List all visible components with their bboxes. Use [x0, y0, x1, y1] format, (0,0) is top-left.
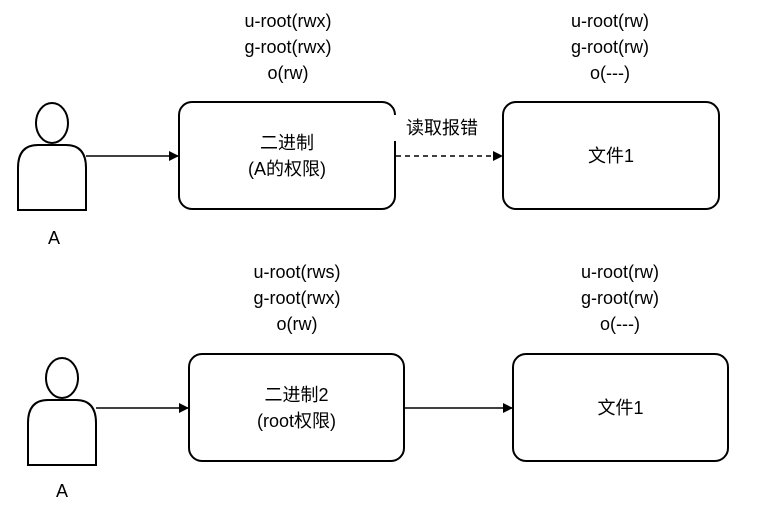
edge-label-read-error: 读取报错	[394, 115, 490, 141]
file-label: 文件1	[587, 145, 634, 166]
file-permissions-row2: u-root(rw) g-root(rw) o(---)	[532, 259, 708, 337]
perm-line: u-root(rwx)	[244, 11, 332, 31]
file-node-row2: 文件1	[512, 353, 729, 462]
binary-permissions-row1: u-root(rwx) g-root(rwx) o(rw)	[200, 8, 376, 86]
actor-icon-row2	[27, 357, 97, 466]
perm-line: u-root(rws)	[253, 262, 341, 282]
binary-title: 二进制2	[264, 384, 329, 405]
actor-icon-row1	[17, 102, 87, 211]
binary-permissions-row2: u-root(rws) g-root(rwx) o(rw)	[209, 259, 385, 337]
binary-subtitle: (A的权限)	[248, 158, 326, 179]
perm-line: o(---)	[590, 63, 630, 83]
perm-line: u-root(rw)	[570, 11, 649, 31]
file-label: 文件1	[597, 397, 644, 418]
perm-line: o(rw)	[267, 63, 309, 83]
perm-line: o(rw)	[276, 314, 318, 334]
perm-line: g-root(rw)	[580, 288, 659, 308]
perm-line: o(---)	[600, 314, 640, 334]
perm-line: g-root(rw)	[570, 37, 649, 57]
perm-line: g-root(rwx)	[244, 37, 332, 57]
perm-line: u-root(rw)	[580, 262, 659, 282]
binary-title: 二进制	[260, 132, 314, 153]
actor-label-row1: A	[47, 228, 60, 248]
binary-subtitle: (root权限)	[256, 410, 336, 431]
binary-node-row2: 二进制2 (root权限)	[188, 353, 405, 462]
binary-node-row1: 二进制 (A的权限)	[178, 101, 396, 210]
file-node-row1: 文件1	[502, 101, 720, 210]
file-permissions-row1: u-root(rw) g-root(rw) o(---)	[522, 8, 698, 86]
actor-label-row2: A	[55, 481, 68, 501]
perm-line: g-root(rwx)	[253, 288, 341, 308]
